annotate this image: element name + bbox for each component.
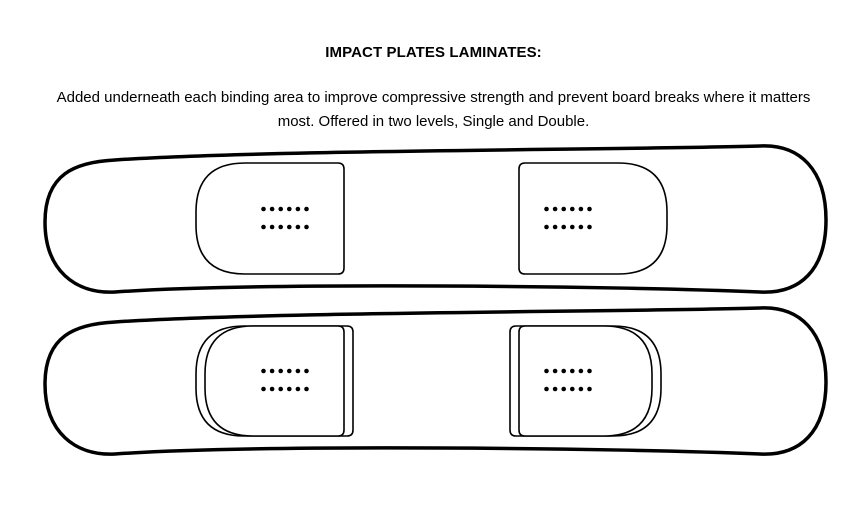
insert-hole: [278, 206, 284, 212]
impact-plate-right-single: [518, 162, 668, 275]
insert-hole: [295, 224, 301, 230]
insert-hole: [552, 206, 558, 212]
insert-hole: [544, 368, 549, 374]
insert-hole: [261, 224, 266, 230]
insert-hole: [269, 206, 275, 212]
insert-hole: [269, 224, 275, 230]
insert-hole: [287, 386, 292, 392]
insert-hole: [304, 206, 309, 212]
insert-hole: [587, 224, 592, 230]
insert-hole: [552, 224, 558, 230]
insert-hole: [561, 368, 566, 374]
insert-hole: [578, 224, 584, 230]
snowboard-single-plate: [43, 144, 828, 294]
insert-hole: [287, 206, 292, 212]
insert-hole: [261, 206, 266, 212]
insert-hole: [269, 386, 275, 392]
insert-hole: [587, 368, 592, 374]
insert-hole: [287, 224, 292, 230]
insert-hole: [287, 368, 292, 374]
insert-hole: [278, 368, 284, 374]
insert-hole: [570, 386, 575, 392]
insert-hole: [544, 386, 549, 392]
snowboard-double-plate: [43, 306, 828, 456]
insert-hole: [561, 206, 566, 212]
binding-inserts-left-single: [261, 206, 309, 230]
page-title: IMPACT PLATES LAMINATES:: [325, 44, 542, 61]
insert-hole: [587, 206, 592, 212]
board-outline-single: [43, 144, 828, 294]
insert-hole: [552, 368, 558, 374]
insert-hole: [304, 368, 309, 374]
insert-hole: [578, 386, 584, 392]
insert-hole: [269, 368, 275, 374]
insert-hole: [544, 224, 549, 230]
page-description: Added underneath each binding area to im…: [56, 89, 811, 130]
binding-inserts-right-single: [544, 206, 592, 230]
insert-hole: [278, 224, 284, 230]
insert-hole: [295, 206, 301, 212]
insert-hole: [261, 368, 266, 374]
insert-hole: [578, 206, 584, 212]
insert-hole: [570, 224, 575, 230]
insert-hole: [304, 386, 309, 392]
binding-inserts-left-double: [261, 368, 309, 392]
insert-hole: [544, 206, 549, 212]
impact-plate-right-inner: [518, 325, 653, 437]
insert-hole: [561, 224, 566, 230]
impact-plate-left-single: [195, 162, 345, 275]
insert-hole: [570, 206, 575, 212]
binding-inserts-right-double: [544, 368, 592, 392]
insert-hole: [278, 386, 284, 392]
insert-hole: [295, 386, 301, 392]
insert-hole: [304, 224, 309, 230]
insert-hole: [561, 386, 566, 392]
board-outline-double: [43, 306, 828, 456]
insert-hole: [587, 386, 592, 392]
insert-hole: [295, 368, 301, 374]
insert-hole: [552, 386, 558, 392]
insert-hole: [570, 368, 575, 374]
impact-plate-left-inner: [204, 325, 345, 437]
insert-hole: [261, 386, 266, 392]
insert-hole: [578, 368, 584, 374]
